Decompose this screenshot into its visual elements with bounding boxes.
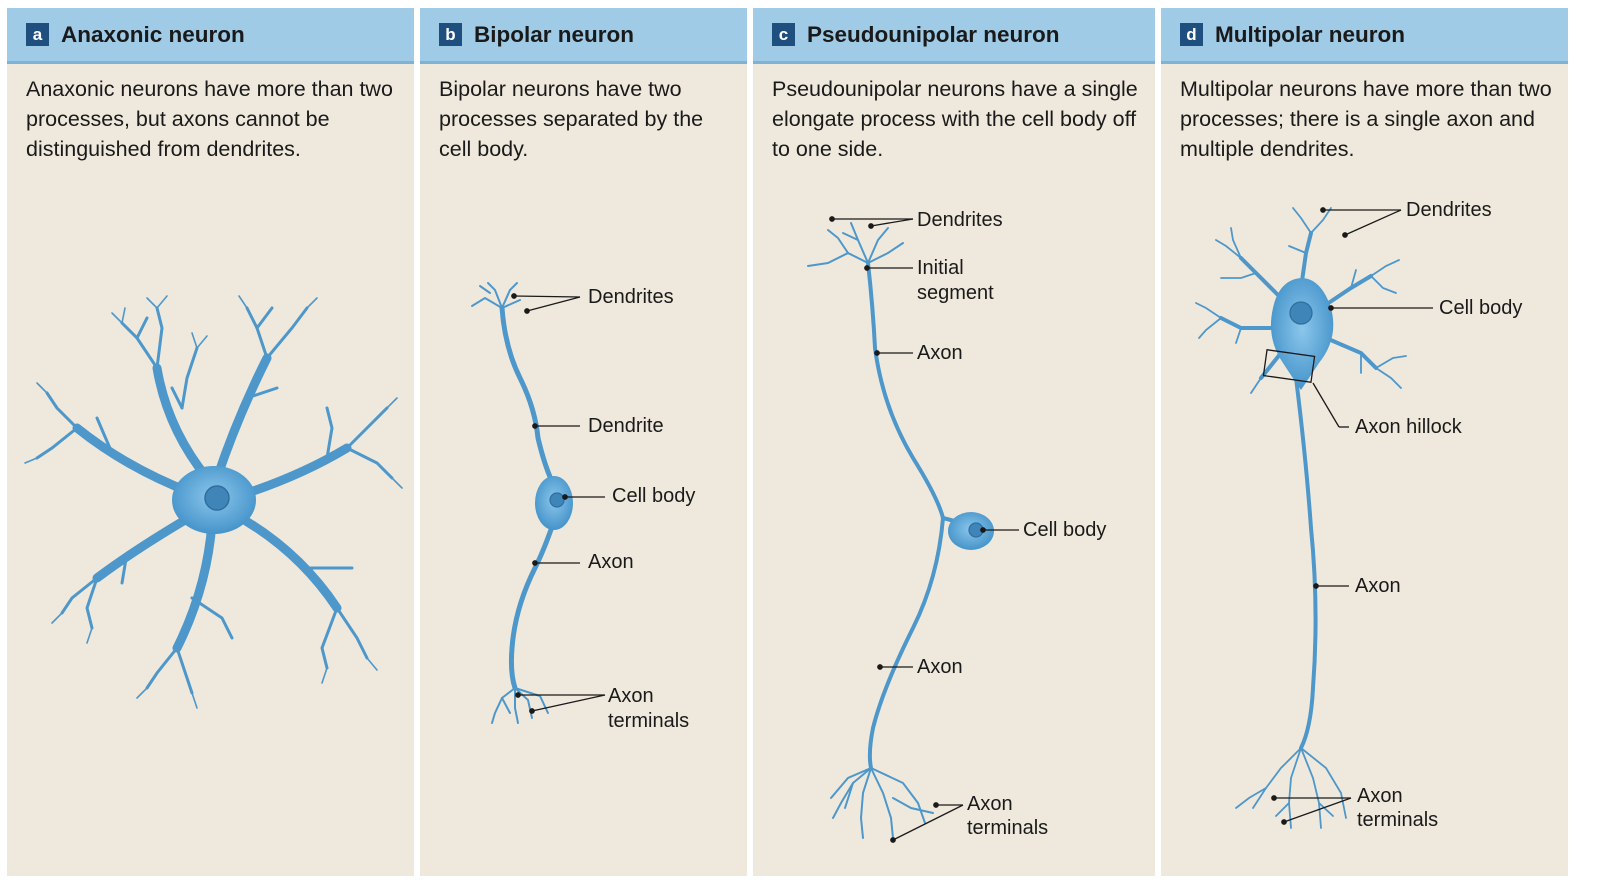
label-cell-body: Cell body: [1439, 296, 1522, 321]
label-initial-segment-line2: segment: [917, 281, 994, 306]
label-axon: Axon: [588, 550, 634, 575]
label-axon-upper: Axon: [917, 341, 963, 366]
label-initial-segment-line1: Initial: [917, 256, 964, 281]
bipolar-neuron-illustration: [420, 8, 747, 876]
panel-pseudounipolar: c Pseudounipolar neuron Pseudounipolar n…: [753, 8, 1155, 876]
label-axon-terminals-line2: terminals: [967, 816, 1048, 841]
label-axon-terminals-line1: Axon: [1357, 784, 1403, 809]
label-axon-terminals-line1: Axon: [967, 792, 1013, 817]
label-axon-hillock: Axon hillock: [1355, 415, 1462, 440]
label-cell-body: Cell body: [1023, 518, 1106, 543]
label-axon-terminals-line2: terminals: [1357, 808, 1438, 833]
panel-multipolar: d Multipolar neuron Multipolar neurons h…: [1161, 8, 1568, 876]
label-axon: Axon: [1355, 574, 1401, 599]
label-axon-terminals-line2: terminals: [608, 709, 689, 734]
pseudounipolar-neuron-illustration: [753, 8, 1155, 876]
label-dendrites: Dendrites: [917, 208, 1003, 233]
anaxonic-neuron-illustration: [7, 8, 414, 876]
panel-bipolar: b Bipolar neuron Bipolar neurons have tw…: [420, 8, 747, 876]
label-axon-terminals-line1: Axon: [608, 684, 654, 709]
label-dendrites: Dendrites: [1406, 198, 1492, 223]
label-dendrite: Dendrite: [588, 414, 664, 439]
label-axon-lower: Axon: [917, 655, 963, 680]
label-cell-body: Cell body: [612, 484, 695, 509]
panel-anaxonic: a Anaxonic neuron Anaxonic neurons have …: [7, 8, 414, 876]
label-dendrites: Dendrites: [588, 285, 674, 310]
multipolar-neuron-illustration: [1161, 8, 1568, 876]
